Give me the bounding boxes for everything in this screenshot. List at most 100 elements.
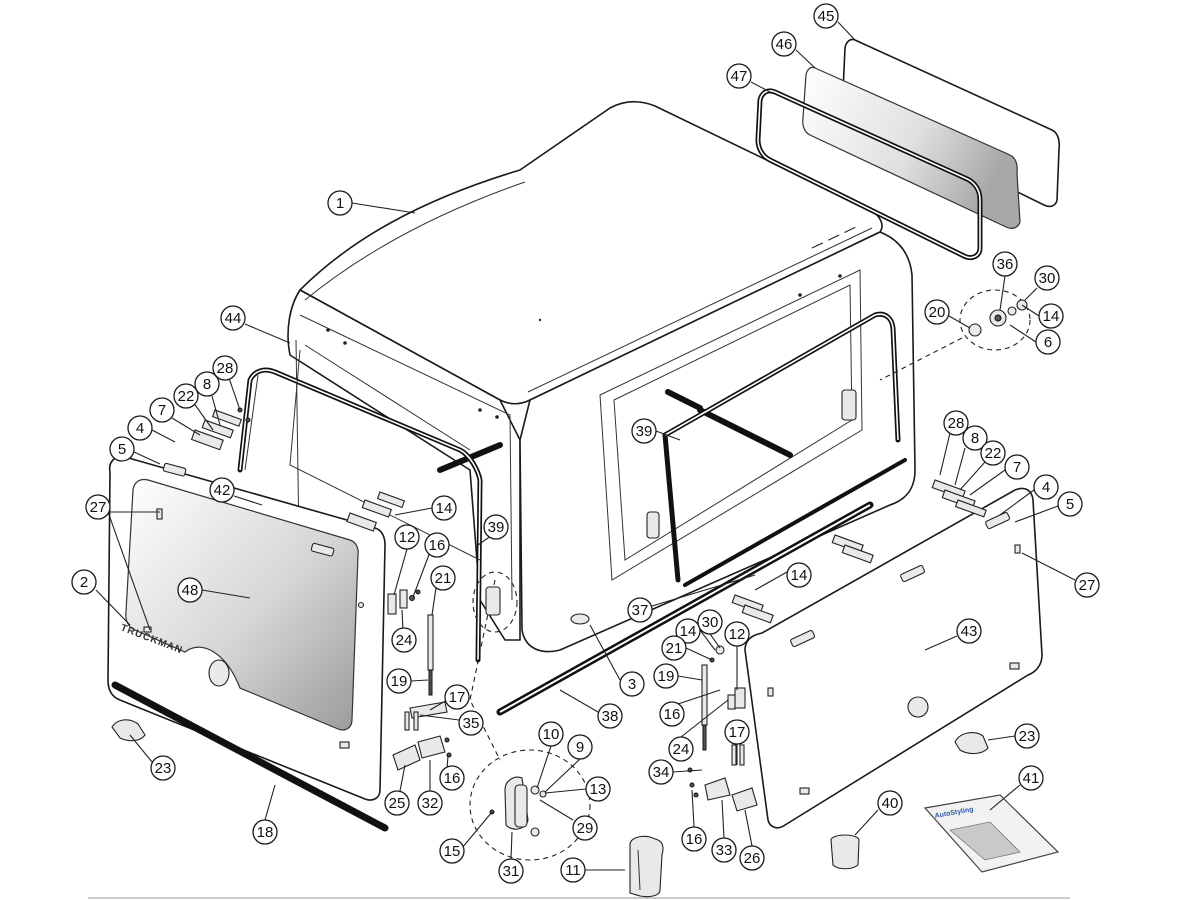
callout-number: 43 [961, 623, 978, 640]
callout-circle [1014, 723, 1040, 749]
callout-circle [149, 397, 175, 423]
callout-circle [430, 565, 456, 591]
callout-circle [1074, 572, 1100, 598]
callout-circle [572, 815, 598, 841]
callout-number: 9 [576, 739, 584, 756]
callout-circle [1035, 329, 1061, 355]
callout-24: 24 [668, 736, 694, 762]
callout-number: 16 [664, 706, 681, 723]
left-hinge-hardware [190, 407, 406, 532]
callout-1: 1 [327, 190, 353, 216]
callout-circle [786, 562, 812, 588]
callout-circle [384, 790, 410, 816]
callout-number: 26 [744, 850, 761, 867]
right-side-door [744, 487, 1043, 829]
callout-30: 30 [1034, 265, 1060, 291]
callout-number: 39 [488, 519, 505, 536]
callout-28: 28 [212, 355, 238, 381]
callout-number: 5 [1066, 496, 1074, 513]
callout-circle [560, 857, 586, 883]
callout-22: 22 [173, 383, 199, 409]
callout-23: 23 [150, 755, 176, 781]
callout-25: 25 [384, 790, 410, 816]
callout-number: 17 [449, 689, 466, 706]
callout-number: 2 [80, 574, 88, 591]
callout-circle [391, 627, 417, 653]
callout-circle [661, 635, 687, 661]
callout-14: 14 [1038, 303, 1064, 329]
callout-number: 12 [399, 529, 416, 546]
callout-number: 13 [590, 781, 607, 798]
callout-number: 8 [203, 376, 211, 393]
callout-number: 37 [632, 602, 649, 619]
left-door-handle [111, 719, 146, 742]
callout-10: 10 [538, 721, 564, 747]
callout-number: 18 [257, 824, 274, 841]
callout-circle [659, 701, 685, 727]
callout-16: 16 [659, 701, 685, 727]
callout-number: 8 [971, 430, 979, 447]
callout-number: 21 [666, 640, 683, 657]
callout-circle [697, 609, 723, 635]
callout-5: 5 [1057, 491, 1083, 517]
callout-number: 19 [391, 673, 408, 690]
callout-18: 18 [252, 819, 278, 845]
callout-circle [1018, 765, 1044, 791]
callout-number: 32 [422, 795, 439, 812]
callout-number: 7 [1013, 459, 1021, 476]
callout-circle [177, 577, 203, 603]
callout-circle [209, 477, 235, 503]
callout-44: 44 [220, 305, 246, 331]
callout-circle [431, 495, 457, 521]
callout-number: 17 [729, 724, 746, 741]
callout-circle [394, 524, 420, 550]
callout-number: 12 [729, 626, 746, 643]
callout-circle [194, 371, 220, 397]
callout-22: 22 [980, 440, 1006, 466]
callout-number: 23 [155, 760, 172, 777]
callout-circle [771, 31, 797, 57]
callout-circle [538, 721, 564, 747]
callout-circle [724, 719, 750, 745]
callout-9: 9 [567, 734, 593, 760]
center-lock-detail [469, 571, 591, 861]
callout-7: 7 [149, 397, 175, 423]
callout-33: 33 [711, 837, 737, 863]
callout-circle [220, 305, 246, 331]
callout-number: 24 [673, 741, 690, 758]
callout-number: 7 [158, 402, 166, 419]
callout-number: 20 [929, 304, 946, 321]
callout-number: 21 [435, 570, 452, 587]
callout-number: 6 [1044, 334, 1052, 351]
callout-27: 27 [85, 494, 111, 520]
rear-window-seal-47 [755, 88, 983, 261]
callout-27: 27 [1074, 572, 1100, 598]
callout-circle [877, 790, 903, 816]
callout-38: 38 [597, 703, 623, 729]
callout-37: 37 [627, 597, 653, 623]
callout-circle [627, 597, 653, 623]
callout-number: 39 [636, 423, 653, 440]
callout-circle [956, 618, 982, 644]
callout-number: 10 [543, 726, 560, 743]
callout-number: 46 [776, 36, 793, 53]
callout-circle [668, 736, 694, 762]
callout-circle [386, 668, 412, 694]
callout-21: 21 [661, 635, 687, 661]
callout-circle [1057, 491, 1083, 517]
callout-circle [327, 190, 353, 216]
callout-circle [212, 355, 238, 381]
callout-circle [1004, 454, 1030, 480]
callout-circle [71, 569, 97, 595]
callout-circle [1033, 474, 1059, 500]
callout-11: 11 [560, 857, 586, 883]
callout-26: 26 [739, 845, 765, 871]
callout-circle [739, 845, 765, 871]
callout-circle [498, 858, 524, 884]
front-window-seal [237, 349, 483, 663]
callout-circle [813, 3, 839, 29]
callout-circle [724, 621, 750, 647]
callout-31: 31 [498, 858, 524, 884]
callout-number: 22 [985, 445, 1002, 462]
callout-circle [424, 532, 450, 558]
